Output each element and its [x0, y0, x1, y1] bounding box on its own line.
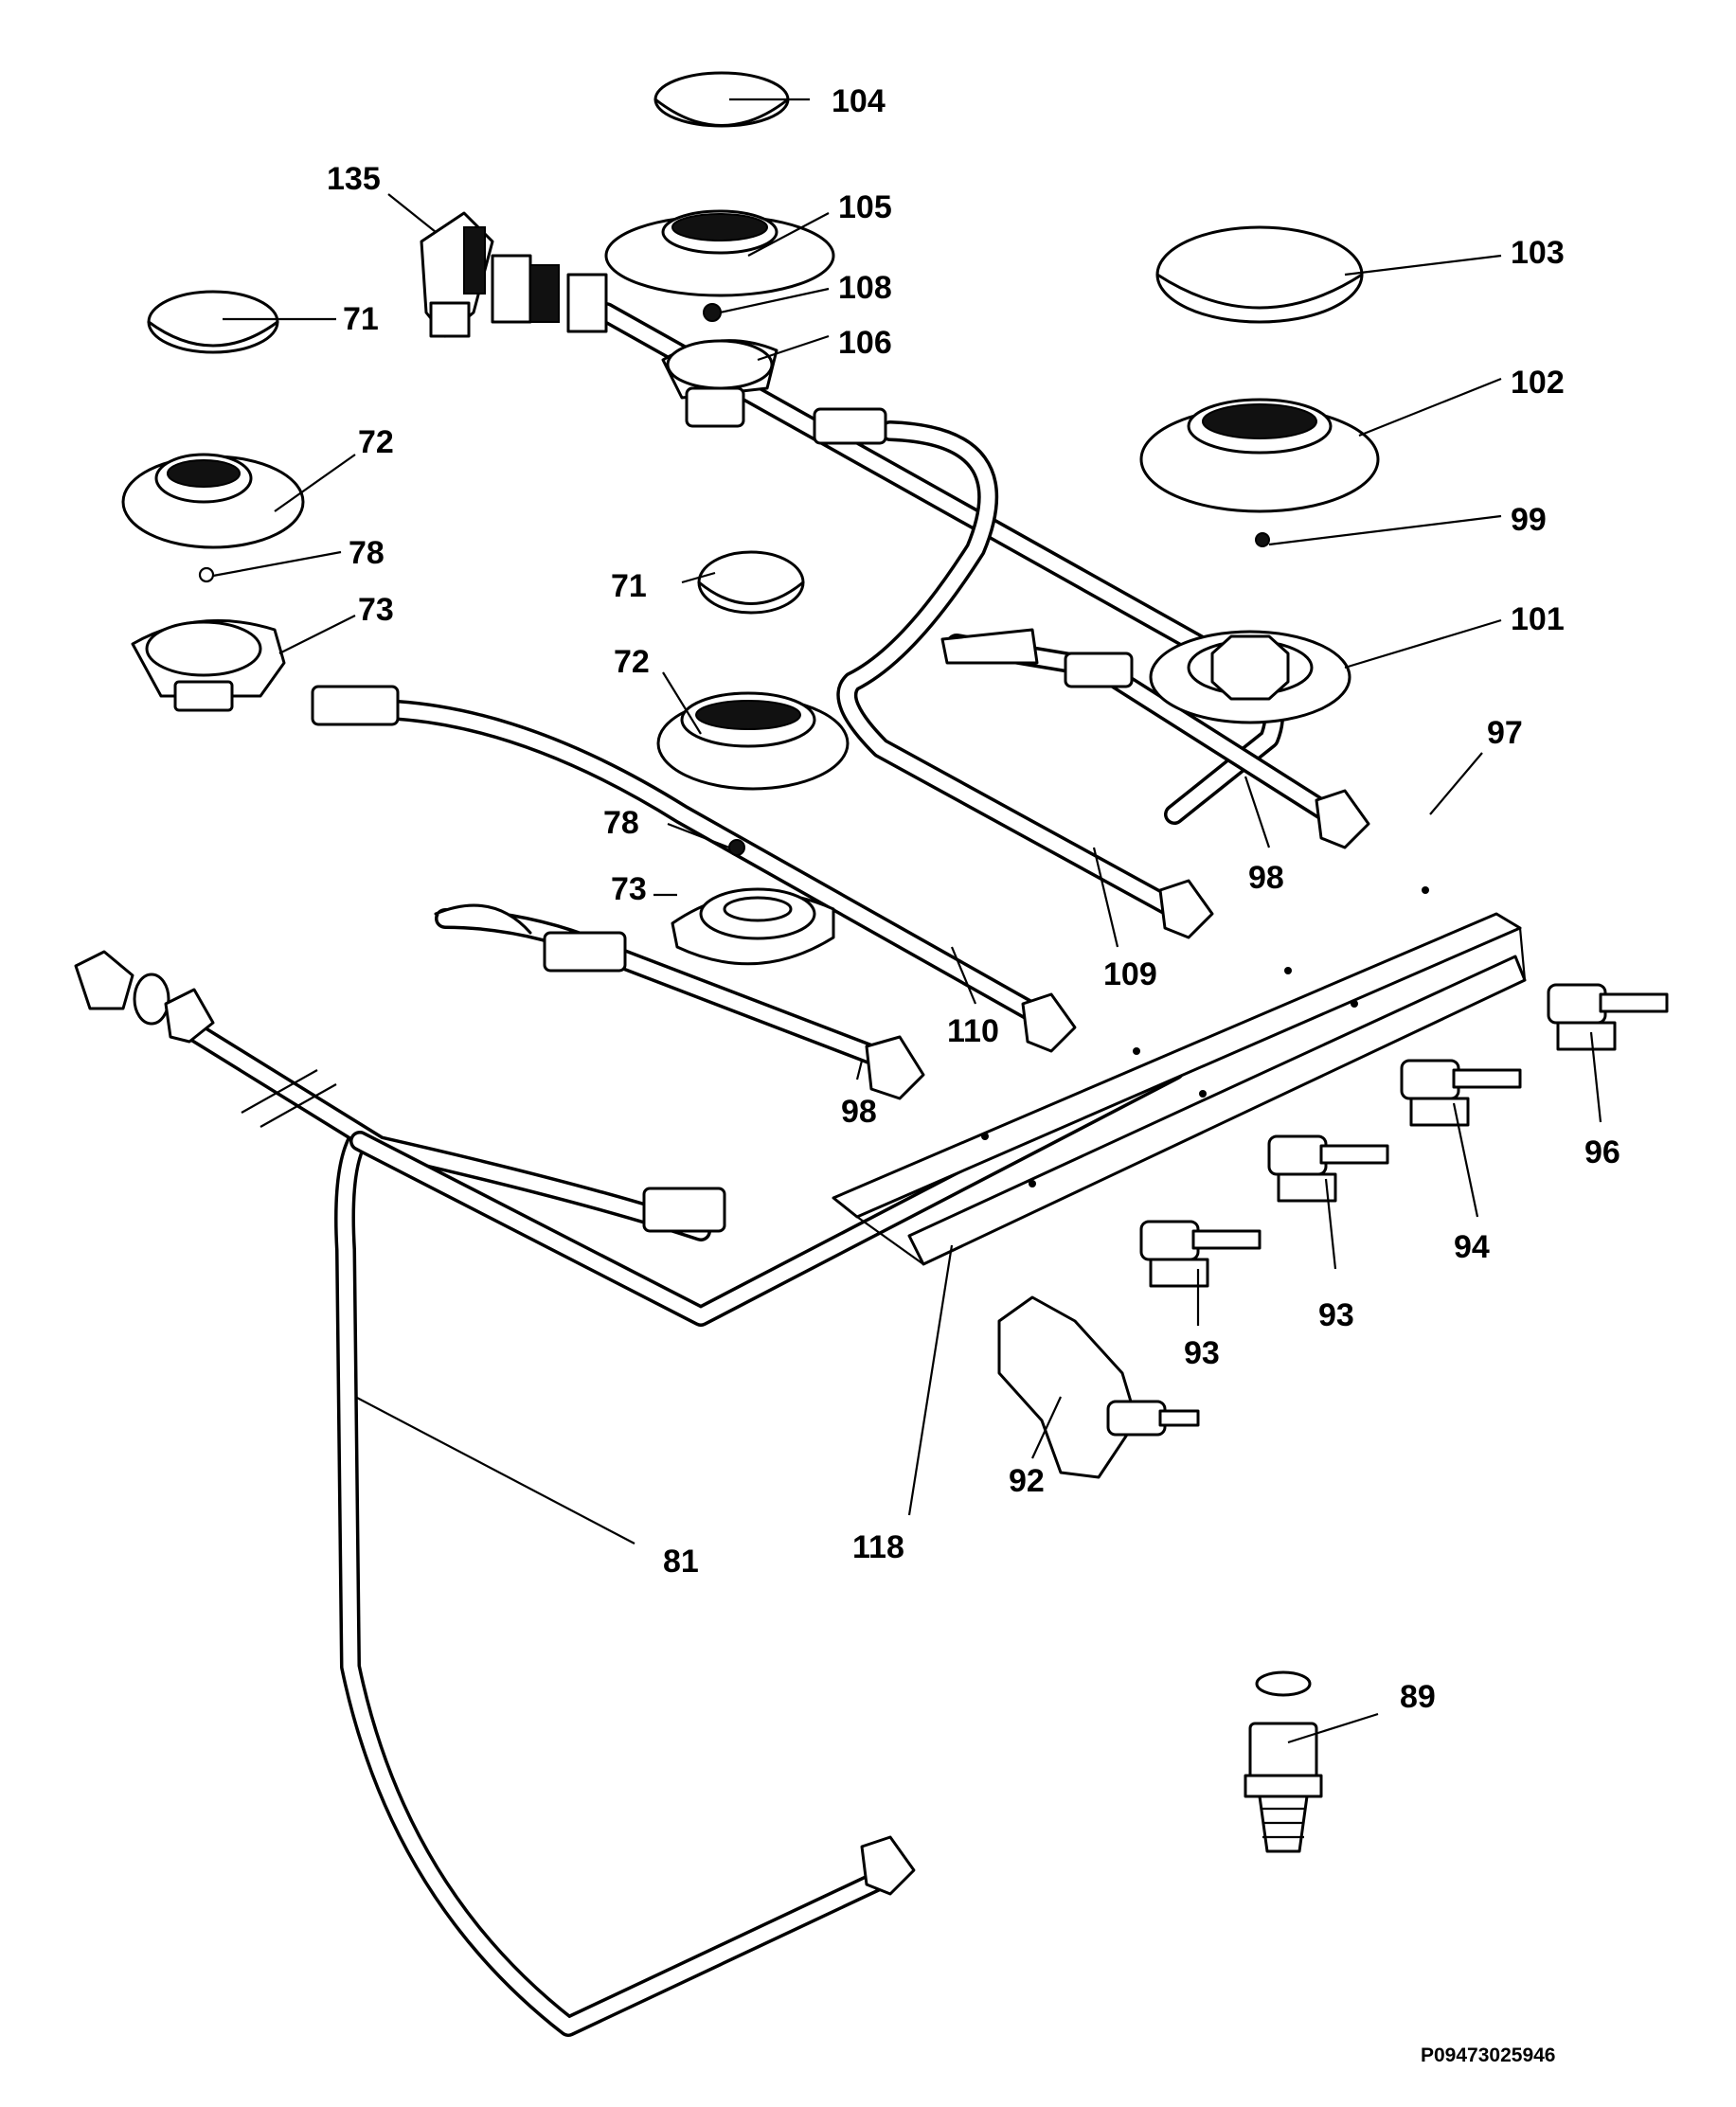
- inlet-elbow: [420, 211, 608, 338]
- callout-97: 97: [1487, 715, 1523, 751]
- callout-72-upper: 72: [358, 424, 394, 460]
- callout-104: 104: [832, 83, 886, 119]
- callout-labels: 104 135 105 108 103 71 106 102 72 99 78 …: [327, 83, 1620, 1715]
- callout-99: 99: [1511, 502, 1547, 538]
- callout-105: 105: [838, 189, 892, 225]
- callout-92: 92: [1009, 1463, 1045, 1499]
- callout-135: 135: [327, 161, 381, 197]
- fittings: [74, 407, 1370, 1896]
- callout-71-upper: 71: [343, 301, 379, 337]
- callout-106: 106: [838, 325, 892, 361]
- manifold-bar: [832, 886, 1527, 1266]
- callout-98-left: 98: [841, 1094, 877, 1130]
- callout-94: 94: [1454, 1229, 1490, 1265]
- drawing-id: P09473025946: [1421, 2045, 1555, 2066]
- callout-72-middle: 72: [614, 644, 650, 680]
- callout-102: 102: [1511, 365, 1565, 401]
- callout-118: 118: [852, 1529, 904, 1565]
- leader-lines: [212, 98, 1602, 1744]
- callout-73-upper: 73: [358, 592, 394, 628]
- callout-93-left: 93: [1184, 1335, 1220, 1371]
- callout-93-right: 93: [1318, 1297, 1354, 1333]
- callout-73-middle: 73: [611, 871, 647, 907]
- callout-108: 108: [838, 270, 892, 306]
- callout-103: 103: [1511, 235, 1565, 271]
- callout-89: 89: [1400, 1679, 1436, 1715]
- callout-101: 101: [1511, 601, 1565, 637]
- callout-110: 110: [947, 1013, 999, 1049]
- callout-98-right: 98: [1248, 860, 1284, 896]
- burner-parts: [121, 71, 1380, 966]
- callout-96: 96: [1584, 1134, 1620, 1170]
- callout-71-middle: 71: [611, 568, 647, 604]
- gas-taps: [997, 983, 1669, 1479]
- callout-81: 81: [663, 1544, 699, 1580]
- callout-78-upper: 78: [349, 535, 385, 571]
- callout-109: 109: [1103, 956, 1157, 992]
- part-89: [1244, 1670, 1323, 1853]
- callout-78-middle: 78: [603, 805, 639, 841]
